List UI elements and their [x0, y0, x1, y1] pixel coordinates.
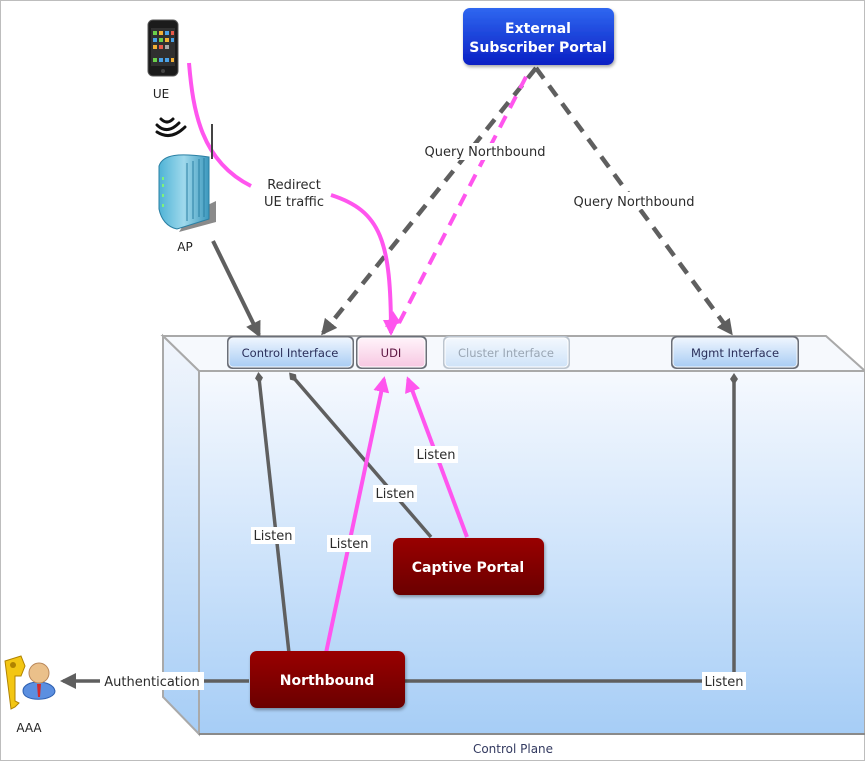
- aaa-label: AAA: [16, 721, 42, 735]
- interface-mgmt[interactable]: Mgmt Interface: [671, 336, 799, 369]
- listen-label-northbound-mgmt: Listen: [705, 675, 744, 690]
- edge-ap-control: [211, 240, 261, 338]
- northbound-label: Northbound: [280, 673, 375, 689]
- listen-label-captive-udi: Listen: [417, 448, 456, 463]
- edge-northbound-udi: [324, 376, 390, 654]
- redirect-label-line1: Redirect: [267, 178, 321, 193]
- arrowhead-udi-dashed: [385, 311, 401, 327]
- access-point-icon: [158, 124, 216, 232]
- interface-control-label: Control Interface: [242, 346, 339, 360]
- query-northbound-label-2: Query Northbound: [574, 195, 695, 210]
- smartphone-icon: [147, 19, 179, 77]
- node-external-subscriber-portal[interactable]: External Subscriber Portal: [463, 8, 614, 65]
- edge-ue-udi-redirect: [187, 62, 391, 333]
- edge-labels: Redirect UE traffic Query Northbound Que…: [100, 143, 746, 690]
- edge-captive-control: [289, 372, 433, 539]
- interface-cluster[interactable]: Cluster Interface: [443, 336, 570, 369]
- listen-label-northbound-udi: Listen: [330, 537, 369, 552]
- node-captive-portal[interactable]: Captive Portal: [393, 538, 544, 595]
- interface-udi-label: UDI: [381, 346, 402, 360]
- interface-udi[interactable]: UDI: [356, 336, 427, 369]
- query-northbound-label-1: Query Northbound: [425, 145, 546, 160]
- control-plane-label: Control Plane: [473, 742, 553, 756]
- redirect-label-line2: UE traffic: [264, 195, 324, 210]
- node-northbound[interactable]: Northbound: [250, 651, 405, 708]
- edge-udi-portal-dashed: [397, 70, 531, 324]
- ap-label: AP: [177, 240, 192, 254]
- interface-cluster-label: Cluster Interface: [458, 346, 554, 360]
- wifi-signal-icon: [155, 117, 187, 138]
- listen-label-captive-control: Listen: [376, 487, 415, 502]
- captive-portal-label: Captive Portal: [412, 560, 524, 576]
- interface-control[interactable]: Control Interface: [227, 336, 354, 369]
- edge-northbound-control: [255, 372, 291, 654]
- interface-mgmt-label: Mgmt Interface: [691, 346, 779, 360]
- external-portal-line2: Subscriber Portal: [469, 40, 606, 56]
- authentication-label: Authentication: [104, 675, 199, 690]
- edge-portal-control-query: [321, 66, 538, 336]
- key-user-icon: [4, 655, 56, 710]
- external-portal-line1: External: [505, 21, 571, 37]
- ue-label: UE: [153, 87, 169, 101]
- listen-label-northbound-control: Listen: [254, 529, 293, 544]
